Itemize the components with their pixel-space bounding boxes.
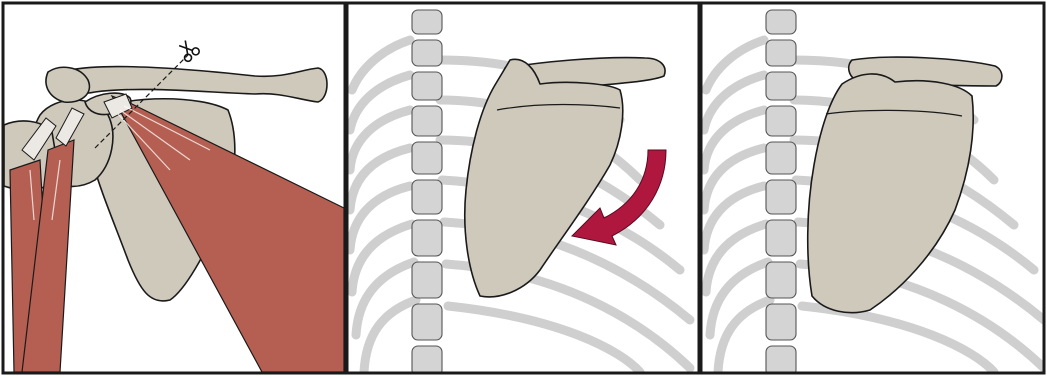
- panel-scapula-rotation: [350, 10, 690, 376]
- panel-muscle-release: [4, 38, 344, 372]
- scissors-icon: [176, 38, 201, 63]
- scapula-bone-3: [808, 74, 973, 313]
- panel-scapula-result: [704, 10, 1044, 376]
